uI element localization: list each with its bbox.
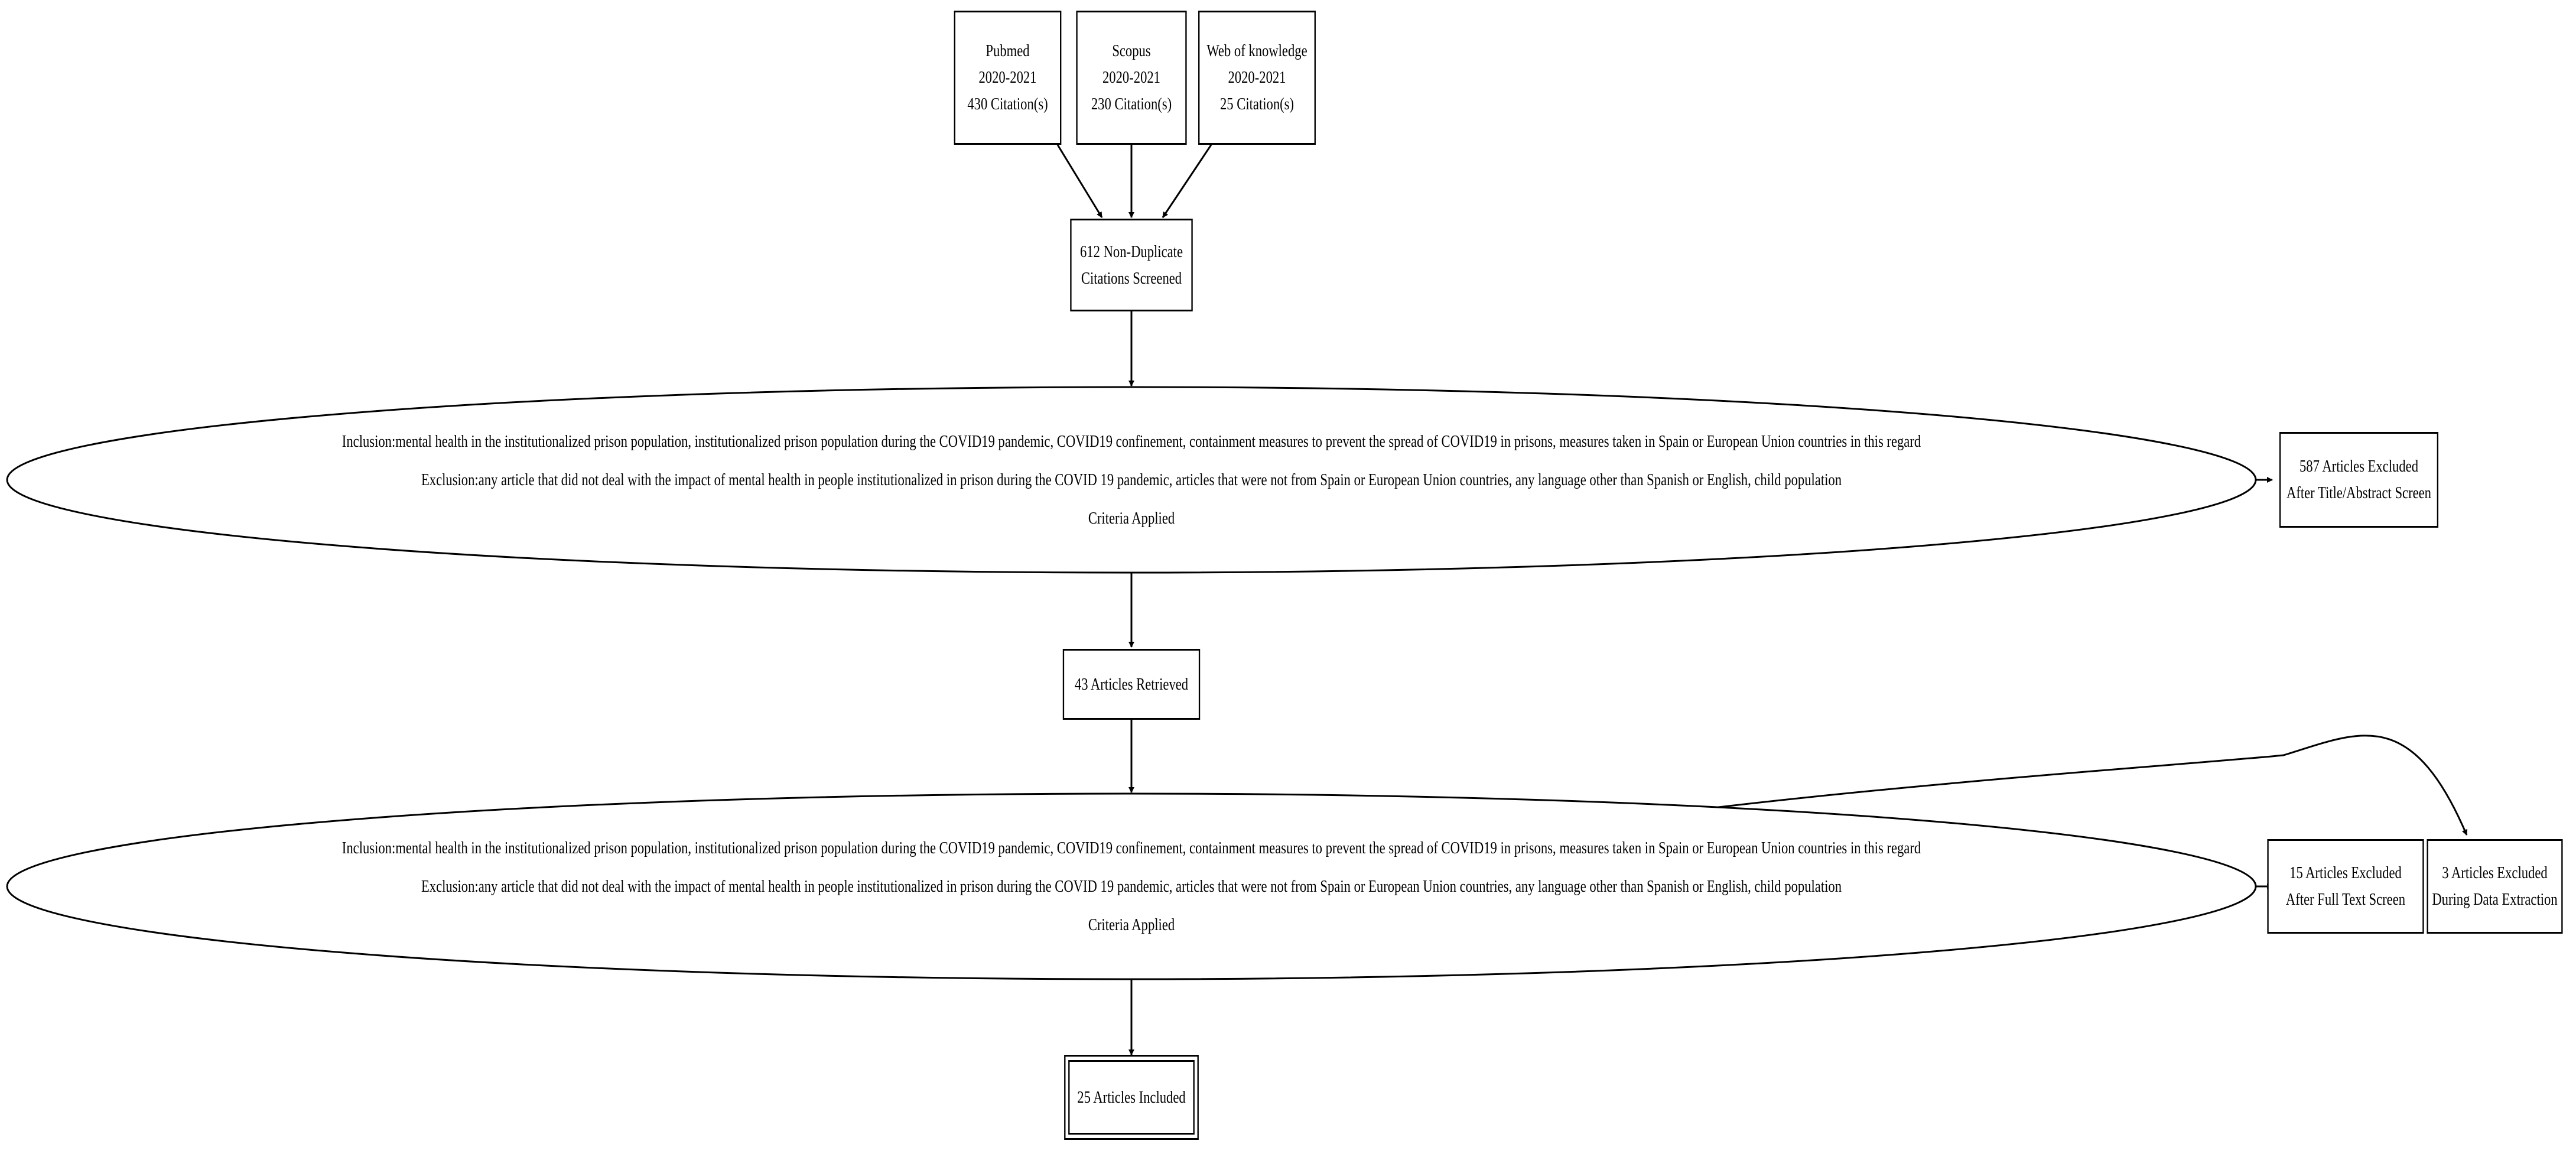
excluded-count: 15 Articles Excluded [2289, 863, 2402, 883]
excluded-reason: After Full Text Screen [2285, 890, 2406, 909]
exclusion-criteria: Exclusion:any article that did not deal … [421, 470, 1842, 489]
inclusion-criteria: Inclusion:mental health in the instituti… [341, 431, 1921, 451]
edge-wok-screened [1162, 144, 1212, 218]
source-citations: 25 Citation(s) [1219, 94, 1294, 113]
source-citations: 430 Citation(s) [967, 94, 1048, 113]
included-box: 25 Articles Included [1064, 1055, 1199, 1140]
edge-pubmed-screened [1056, 144, 1103, 218]
source-name: Scopus [1112, 41, 1151, 61]
criteria-applied-label: Criteria Applied [1088, 915, 1175, 935]
source-years: 2020-2021 [978, 68, 1037, 87]
excluded-data-extraction-box: 3 Articles Excluded During Data Extracti… [2427, 839, 2563, 934]
excluded-reason: During Data Extraction [2432, 890, 2558, 909]
source-name: Web of knowledge [1206, 41, 1307, 61]
excluded-title-abstract-box: 587 Articles Excluded After Title/Abstra… [2279, 432, 2439, 528]
criteria-text-1: Inclusion:mental health in the instituti… [302, 408, 1961, 553]
exclusion-criteria: Exclusion:any article that did not deal … [421, 876, 1842, 896]
source-pubmed-box: Pubmed 2020-2021 430 Citation(s) [954, 11, 1062, 145]
excluded-full-text-box: 15 Articles Excluded After Full Text Scr… [2267, 839, 2424, 934]
source-scopus-box: Scopus 2020-2021 230 Citation(s) [1076, 11, 1187, 145]
criteria-text-2: Inclusion:mental health in the instituti… [302, 814, 1961, 959]
source-name: Pubmed [985, 41, 1030, 61]
screened-line1: 612 Non-Duplicate [1079, 242, 1183, 261]
edge-criteria2-excluded-extraction [1718, 735, 2468, 836]
excluded-count: 587 Articles Excluded [2299, 457, 2419, 476]
included-label: 25 Articles Included [1077, 1087, 1186, 1107]
inclusion-criteria: Inclusion:mental health in the instituti… [341, 838, 1921, 857]
source-years: 2020-2021 [1102, 68, 1161, 87]
screened-box: 612 Non-Duplicate Citations Screened [1070, 219, 1193, 311]
excluded-reason: After Title/Abstract Screen [2286, 483, 2431, 502]
criteria-applied-label: Criteria Applied [1088, 509, 1175, 528]
source-years: 2020-2021 [1228, 68, 1286, 87]
excluded-count: 3 Articles Excluded [2442, 863, 2548, 883]
retrieved-label: 43 Articles Retrieved [1074, 674, 1189, 694]
source-citations: 230 Citation(s) [1091, 94, 1172, 113]
source-wok-box: Web of knowledge 2020-2021 25 Citation(s… [1198, 11, 1316, 145]
retrieved-box: 43 Articles Retrieved [1062, 649, 1201, 720]
screened-line2: Citations Screened [1081, 268, 1182, 288]
